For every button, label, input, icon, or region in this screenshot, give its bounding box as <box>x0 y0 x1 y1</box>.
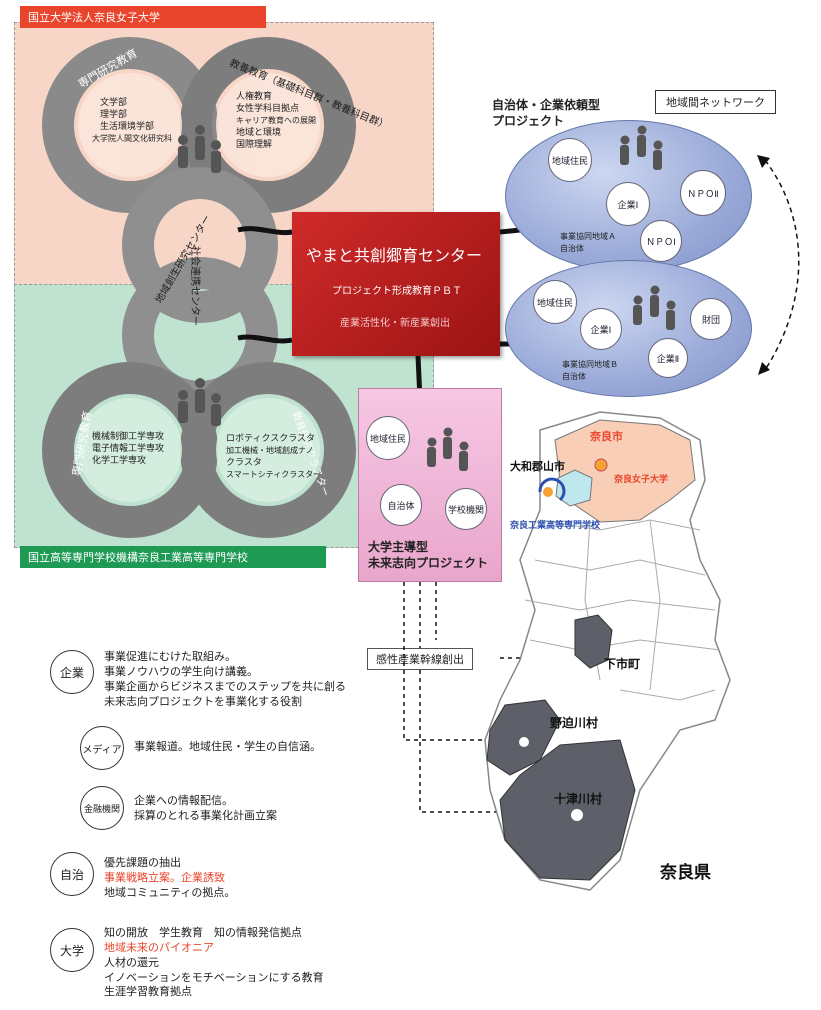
municipal-project-title-1: 自治体・企業依頼型 <box>492 98 601 112</box>
education-rings <box>42 37 356 538</box>
legend-finance-label: 金融機関 <box>83 804 120 815</box>
center-industry-label: 産業活性化・新産業創出 <box>340 318 450 329</box>
ellipse-a-node-npo1: ＮＰＯⅠ <box>640 220 682 262</box>
legend-finance-text: 企業への情報配信。 採算のとれる事業化計画立案 <box>134 794 277 822</box>
totsukawa-region <box>499 739 636 881</box>
ellipse-b-node-residents: 地域住民 <box>533 280 577 324</box>
ellipse-b-note-1: 事業協同地域Ｂ <box>562 360 618 369</box>
univ-liberal-item-5: 国際理解 <box>236 140 273 150</box>
ellipse-a-note-2: 自治体 <box>560 244 584 253</box>
univ-specialized-item-3: 生活環境学部 <box>100 122 155 132</box>
ring-kosen-cluster <box>180 362 356 538</box>
legend-company-text: 事業促進にむけた取組み。 事業ノウハウの学生向け講義。 事業企画からビジネスまで… <box>104 650 346 708</box>
people-figures-bottom <box>178 378 221 426</box>
univ-specialized-item-4: 大学院人間文化研究科 <box>92 134 172 143</box>
people-figures-ellipses <box>620 125 676 330</box>
legend-municipality-circle: 自治 <box>50 852 94 896</box>
tech-college-footer: 国立高等専門学校機構奈良工業高等専門学校 <box>20 546 326 568</box>
people-figures-top <box>178 125 221 173</box>
ellipse-a-node-residents: 地域住民 <box>548 138 592 182</box>
legend-media-label: メディア <box>82 744 122 756</box>
ellipse-a-node-npo2: ＮＰＯⅡ <box>680 170 726 216</box>
kosen-cluster-item-3: クラスタ <box>226 458 262 468</box>
center-box: やまと共創郷育センター プロジェクト形成教育ＰＢＴ 産業活性化・新産業創出 <box>292 212 500 356</box>
pink-node-residents: 地域住民 <box>366 416 410 460</box>
university-project-title-2: 未来志向プロジェクト <box>368 556 489 570</box>
shimoichi-region <box>574 614 613 669</box>
kosen-specialized-item-2: 電子情報工学専攻 <box>92 444 165 454</box>
map-label-nara-city: 奈良市 <box>590 430 623 443</box>
pink-node-municipality: 自治体 <box>380 484 422 526</box>
legend-municipality-text: 優先課題の抽出 事業戦略立案。企業誘致 地域コミュニティの拠点。 <box>104 856 236 899</box>
map-label-yamatokoriyama: 大和郡山市 <box>510 460 565 473</box>
map-label-prefecture: 奈良県 <box>660 863 711 883</box>
kosen-cluster-item-4: スマートシティクラスター <box>226 470 322 479</box>
legend-finance-circle: 金融機関 <box>80 786 124 830</box>
ellipse-a-node-company: 企業Ⅰ <box>606 182 650 226</box>
ellipse-b-node-company2: 企業Ⅱ <box>648 338 688 378</box>
municipal-project-title-2: プロジェクト <box>492 114 565 128</box>
kosen-specialized-item-3: 化学工学専攻 <box>92 456 147 466</box>
legend-media-text: 事業報道。地域住民・学生の自信涵。 <box>134 740 321 753</box>
map-label-nosegawa: 野迫川村 <box>550 716 599 730</box>
univ-liberal-item-3: キャリア教育への展開 <box>236 116 316 125</box>
center-pbt-label: プロジェクト形成教育ＰＢＴ <box>332 286 462 297</box>
kosen-cluster-item-2: 加工機械・地域創成ナノ <box>226 446 314 455</box>
nara-kosen-marker <box>538 477 566 502</box>
pipeline-label: 感性産業幹線創出 <box>367 648 473 670</box>
map-label-totsukawa: 十津川村 <box>554 792 603 806</box>
legend-university-label: 大学 <box>59 943 84 958</box>
university-project-title-1: 大学主導型 <box>368 540 429 554</box>
pink-node-schools: 学校機関 <box>445 488 487 530</box>
legend-university-circle: 大学 <box>50 928 94 972</box>
nara-womens-univ-marker <box>594 458 608 472</box>
people-figures-pink <box>427 427 469 471</box>
univ-liberal-item-2: 女性学科目拠点 <box>236 104 300 114</box>
ellipse-b-node-foundation: 財団 <box>690 298 732 340</box>
ellipse-b-node-company: 企業Ⅰ <box>580 308 622 350</box>
ring-social-center <box>122 167 278 323</box>
ring-univ-liberal <box>180 37 356 213</box>
yamatokoriyama-region <box>555 469 593 507</box>
center-title: やまと共創郷育センター <box>306 246 483 265</box>
legend-municipality-label: 自治 <box>59 867 84 882</box>
univ-liberal-item-1: 人権教育 <box>236 92 273 102</box>
legend-company-circle: 企業 <box>50 650 94 694</box>
legend-university-text: 知の開放 学生教育 知の情報発信拠点 地域未来のパイオニア 人材の還元 イノベー… <box>104 926 324 999</box>
map-label-nara-womens-univ: 奈良女子大学 <box>614 475 669 485</box>
kosen-cluster-item-1: ロボティクスクラスタ <box>226 434 316 444</box>
map-label-shimoichi: 下市町 <box>604 657 641 671</box>
network-label: 地域間ネットワーク <box>655 90 776 114</box>
ellipse-b-note-2: 自治体 <box>562 372 586 381</box>
map-label-nara-kosen: 奈良工業高等専門学校 <box>510 521 601 531</box>
ellipse-a-note-1: 事業協同地域Ａ <box>560 232 616 241</box>
legend-media-circle: メディア <box>80 726 124 770</box>
kosen-specialized-item-1: 機械制御工学専攻 <box>92 432 165 442</box>
legend-company-label: 企業 <box>59 665 84 680</box>
university-header: 国立大学法人奈良女子大学 <box>20 6 266 28</box>
univ-specialized-item-1: 文学部 <box>100 98 128 108</box>
univ-specialized-item-2: 理学部 <box>100 110 128 120</box>
univ-liberal-item-4: 地域と環境 <box>236 128 282 138</box>
